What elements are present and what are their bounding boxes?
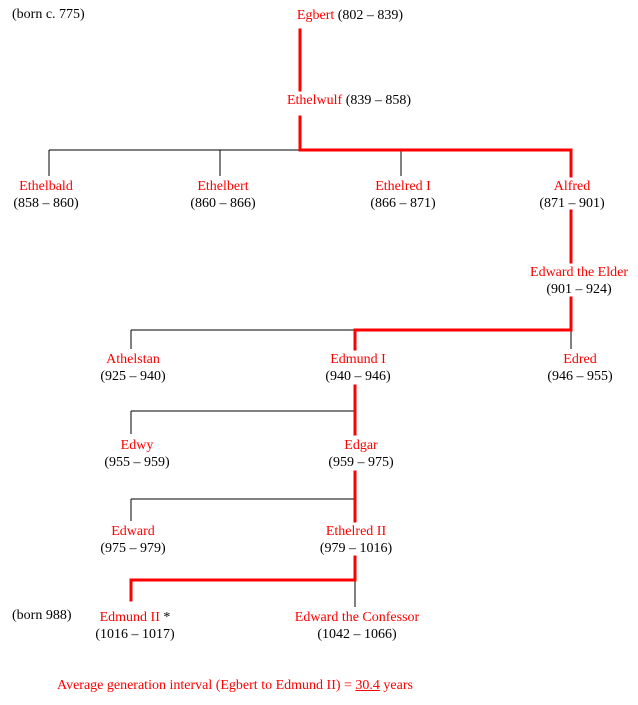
- node-edward-the-confessor: Edward the Confessor (1042 – 1066): [295, 609, 419, 643]
- node-ethelwulf: Ethelwulf (839 – 858): [287, 92, 411, 109]
- reign-dates: (1042 – 1066): [317, 627, 397, 642]
- reign-dates: (1016 – 1017): [95, 627, 175, 642]
- node-edward-the-elder: Edward the Elder (901 – 924): [530, 264, 628, 298]
- person-name: Ethelred II: [325, 524, 387, 539]
- reign-dates: (925 – 940): [100, 369, 166, 384]
- person-name: Alfred: [553, 179, 591, 194]
- person-name: Ethelwulf: [286, 93, 343, 108]
- reign-dates: (839 – 858): [345, 93, 412, 108]
- person-name: Ethelbert: [197, 179, 249, 194]
- summary-unit: years: [383, 678, 413, 693]
- reign-dates: (979 – 1016): [319, 541, 393, 556]
- reign-dates: (871 – 901): [539, 196, 605, 211]
- edmund-ii-birth-note: (born 988): [12, 608, 72, 623]
- person-name: Edmund I: [330, 352, 386, 367]
- node-ethelbald: Ethelbald (858 – 860): [13, 178, 78, 212]
- summary-label: Average generation interval (Egbert to E…: [57, 678, 352, 693]
- reign-dates: (940 – 946): [325, 369, 391, 384]
- person-name: Edward the Confessor: [294, 610, 420, 625]
- node-athelstan: Athelstan (925 – 940): [100, 351, 165, 385]
- reign-dates: (946 – 955): [547, 369, 613, 384]
- footnote-marker: *: [163, 610, 171, 625]
- reign-dates: (975 – 979): [100, 541, 166, 556]
- reign-dates: (959 – 975): [328, 455, 394, 470]
- person-name: Egbert: [296, 8, 335, 23]
- node-edgar: Edgar (959 – 975): [328, 437, 393, 471]
- node-egbert: Egbert (802 – 839): [297, 7, 403, 24]
- node-edwy: Edwy (955 – 959): [104, 437, 169, 471]
- node-edward: Edward (975 – 979): [100, 523, 165, 557]
- person-name: Edmund II: [99, 610, 160, 625]
- node-edmund-ii: Edmund II * (1016 – 1017): [95, 609, 174, 643]
- lineage-lines: [129, 28, 573, 602]
- reign-dates: (860 – 866): [190, 196, 256, 211]
- person-name: Edgar: [344, 438, 378, 453]
- reign-dates: (955 – 959): [104, 455, 170, 470]
- person-name: Edward the Elder: [530, 265, 628, 280]
- reign-dates: (901 – 924): [546, 282, 612, 297]
- person-name: Edred: [563, 352, 597, 367]
- branch-lines: [48, 117, 572, 607]
- person-name: Edwy: [120, 438, 154, 453]
- reign-dates: (866 – 871): [370, 196, 436, 211]
- node-ethelbert: Ethelbert (860 – 866): [190, 178, 255, 212]
- node-edred: Edred (946 – 955): [547, 351, 612, 385]
- reign-dates: (858 – 860): [13, 196, 79, 211]
- person-name: Athelstan: [106, 352, 160, 367]
- summary-value: 30.4: [355, 678, 380, 693]
- node-ethelred-i: Ethelred I (866 – 871): [370, 178, 435, 212]
- egbert-birth-note: (born c. 775): [12, 7, 85, 22]
- person-name: Ethelred I: [375, 179, 431, 194]
- person-name: Edward: [111, 524, 155, 539]
- node-edmund-i: Edmund I (940 – 946): [325, 351, 390, 385]
- person-name: Ethelbald: [19, 179, 73, 194]
- generation-interval-summary: Average generation interval (Egbert to E…: [57, 678, 413, 694]
- reign-dates: (802 – 839): [337, 8, 404, 23]
- node-ethelred-ii: Ethelred II (979 – 1016): [320, 523, 392, 557]
- node-alfred: Alfred (871 – 901): [539, 178, 604, 212]
